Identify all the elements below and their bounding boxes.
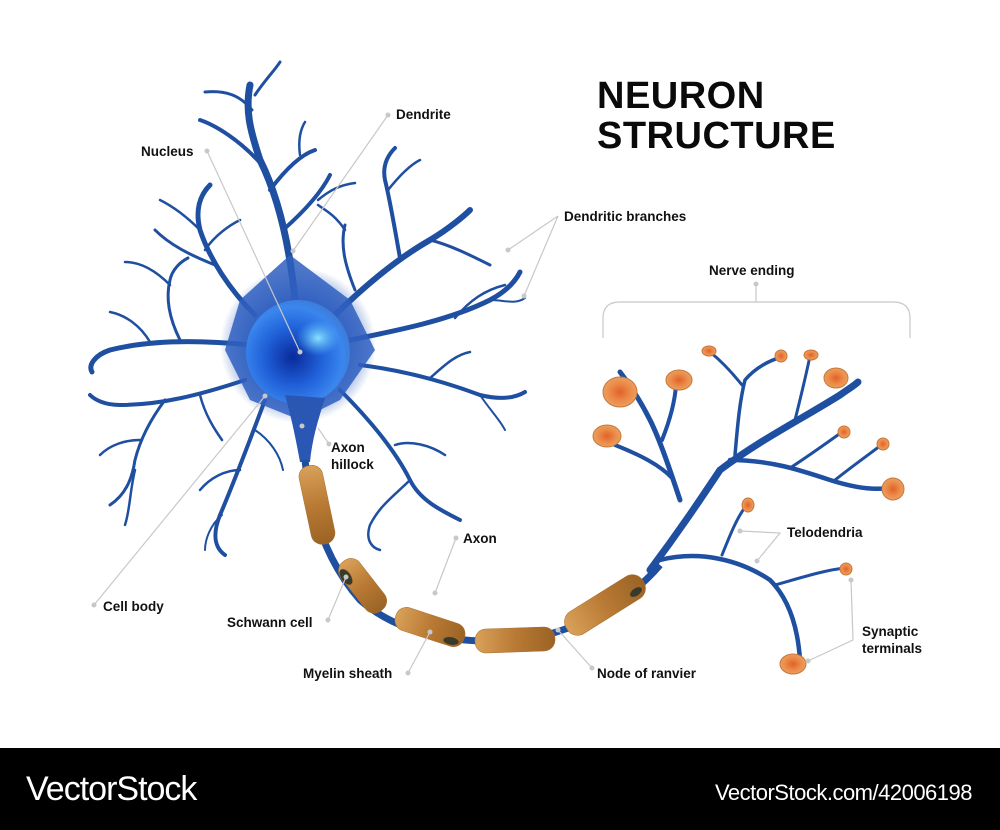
leader-lines [93,114,911,674]
synaptic-terminal [602,376,638,408]
label-dendritic-branches: Dendritic branches [564,209,687,224]
diagram-title: NEURON STRUCTURE [597,76,836,156]
label-node-of-ranvier: Node of ranvier [597,666,697,681]
dendrite-lower-left [213,398,267,557]
label-telodendria: Telodendria [787,525,863,540]
synaptic-terminal [881,477,905,501]
synaptic-terminal [665,369,693,391]
dendrites [88,60,527,557]
label-synaptic-terminals: Synaptic terminals [862,624,923,656]
myelin-segment [298,464,336,545]
dendrite-upper-left [195,182,258,318]
myelin-segment [474,626,556,654]
myelin-segment [564,574,646,636]
label-axon-hillock: Axon hillock [331,440,374,472]
synaptic-terminals [592,345,905,675]
telodendria [613,350,891,663]
watermark-footer: VectorStock VectorStock.com/42006198 [0,748,1000,830]
synaptic-terminal [779,653,807,675]
schwann-nucleus [629,586,643,598]
label-schwann-cell: Schwann cell [227,615,313,630]
label-nucleus: Nucleus [141,144,194,159]
label-cell-body: Cell body [103,599,164,614]
schwann-nucleus [442,636,460,646]
title-line-1: NEURON [597,75,765,117]
synaptic-terminal [839,562,853,576]
synaptic-terminal [741,497,755,513]
label-axon: Axon [463,531,497,546]
label-nerve-ending: Nerve ending [709,263,795,278]
synaptic-terminal [701,345,717,357]
axon-hillock [285,395,325,462]
synaptic-terminal [592,424,622,448]
dendrite-right [347,269,523,343]
cell-body [220,255,376,423]
neuron-diagram: NEURON STRUCTURE Dendrite Nucleus Dendri… [88,60,923,681]
myelin-sheath [298,464,646,654]
synaptic-terminal [823,367,849,389]
myelin-segment [338,558,387,614]
label-myelin-sheath: Myelin sheath [303,666,393,681]
image-url: VectorStock.com/42006198 [714,780,973,805]
dendrite-left [88,339,253,375]
neuron-illustration [88,60,911,676]
synaptic-terminal [774,349,788,363]
leader-dots [91,112,854,676]
dendrite-left-2 [88,378,247,408]
synaptic-terminal [876,437,890,451]
title-line-2: STRUCTURE [597,115,836,157]
synaptic-terminal [837,425,851,439]
brand-logo: VectorStock [26,770,197,808]
synaptic-terminal [803,349,819,361]
label-dendrite: Dendrite [396,107,451,122]
